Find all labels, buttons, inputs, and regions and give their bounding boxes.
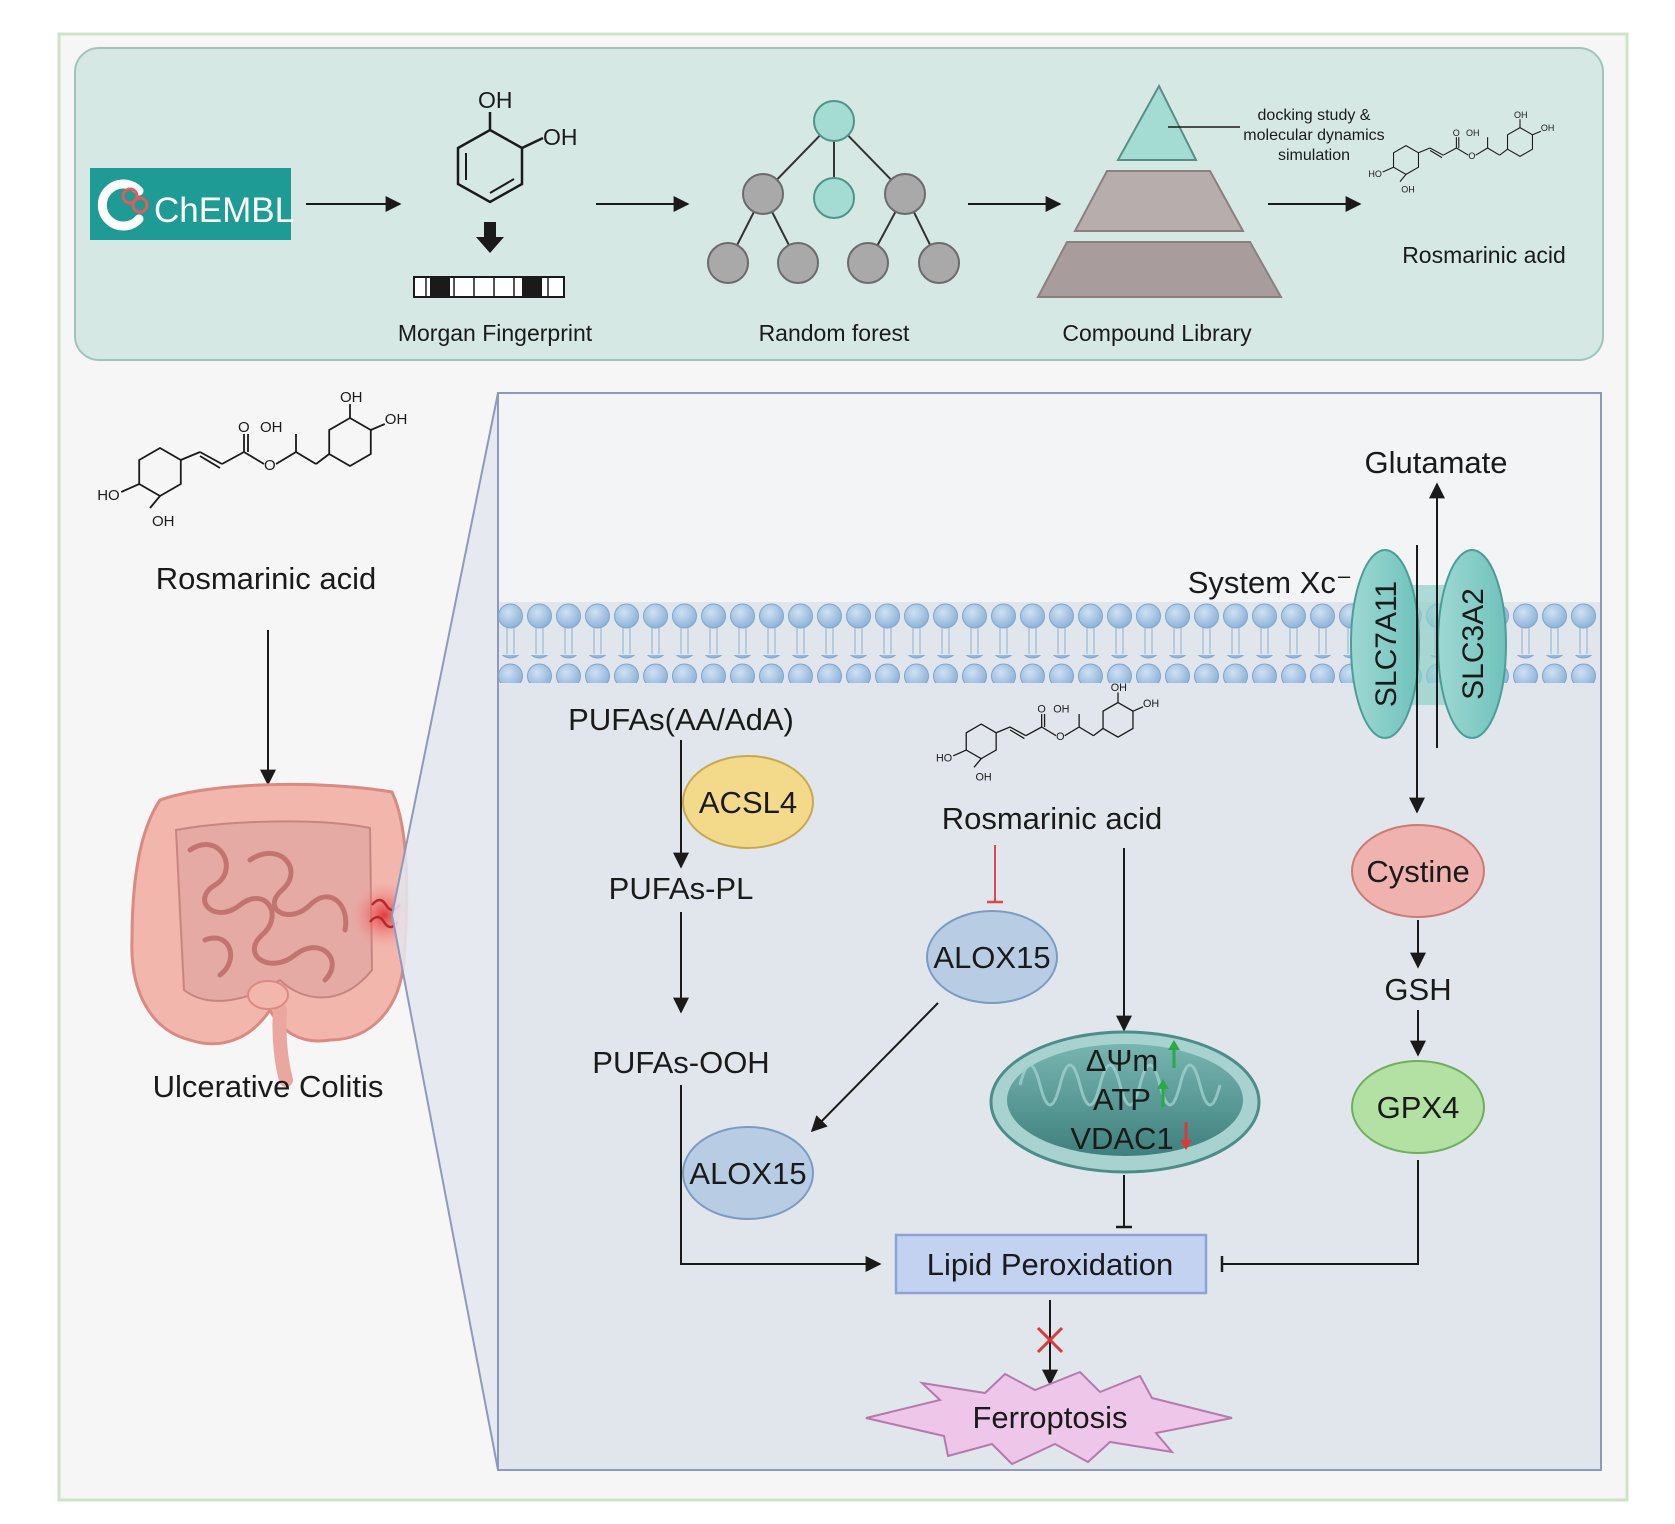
atom-o: O (264, 457, 276, 474)
alox15-upper-node (926, 910, 1058, 1004)
atom-oh: OH (1053, 704, 1069, 716)
atom-ho: HO (936, 753, 952, 765)
atom-oh: OH (975, 771, 991, 783)
atom-oh: OH (1541, 123, 1555, 133)
pyramid-note-line1: docking study & (1258, 107, 1371, 124)
pufas-label: PUFAs(AA/AdA) (568, 702, 794, 737)
alox15-lower-label: ALOX15 (689, 1156, 806, 1191)
compound-library-pyramid (1036, 83, 1283, 298)
gpx4-node (1351, 1060, 1485, 1154)
lipid-peroxidation-box (894, 1233, 1208, 1295)
slc3a2-label: SLC3A2 (1457, 588, 1490, 700)
compound-library-label: Compound Library (1062, 320, 1252, 346)
lipid-peroxidation-label: Lipid Peroxidation (927, 1247, 1173, 1282)
pufas-ooh-label: PUFAs-OOH (592, 1045, 769, 1080)
down-arrow-icon (1180, 1122, 1192, 1150)
atom-o: O (1037, 704, 1045, 716)
system-xc-transporter: SLC7A11 SLC3A2 (1350, 482, 1507, 814)
inhibit-gpx4-lipid (1220, 1160, 1419, 1272)
block-x-icon (1036, 1326, 1064, 1354)
fingerprint-bar (413, 276, 565, 298)
atom-oh: OH (1401, 184, 1415, 194)
extracellular-space (499, 394, 1600, 602)
atom-oh: OH (152, 513, 175, 530)
system-xc-label: System Xc⁻ (1188, 565, 1353, 600)
inhibit-mito-lipid (1116, 1175, 1132, 1229)
mito-membrane-potential: ΔΨm (1086, 1043, 1158, 1078)
left-compound-label: Rosmarinic acid (156, 561, 377, 596)
pufas-pl-label: PUFAs-PL (609, 871, 754, 906)
gsh-label: GSH (1384, 972, 1451, 1007)
atom-o: O (1453, 128, 1460, 138)
gpx4-label: GPX4 (1377, 1090, 1460, 1125)
result-compound-label: Rosmarinic acid (1402, 242, 1566, 268)
zoom-funnel (392, 393, 498, 1470)
cystine-node (1351, 824, 1485, 918)
pyramid-note-line2: molecular dynamics (1243, 127, 1384, 144)
random-forest-tree (707, 100, 960, 284)
acsl4-label: ACSL4 (699, 785, 797, 820)
ferroptosis-burst (865, 1370, 1233, 1466)
up-arrow-icon (1168, 1040, 1180, 1068)
arrow-alox15-to-alox15 (810, 1002, 939, 1133)
chembl-logo: ChEMBL (90, 168, 294, 240)
mitochondrion (989, 1030, 1261, 1174)
catechol-oh-right: OH (543, 124, 578, 150)
disease-label: Ulcerative Colitis (153, 1069, 384, 1104)
arrow-ooh-to-lipid (680, 1085, 882, 1272)
up-arrow-icon (1157, 1079, 1169, 1107)
zoom-line-bottom (391, 914, 499, 1471)
atom-o: O (238, 419, 250, 436)
chembl-text: ChEMBL (154, 191, 294, 230)
atom-oh: OH (1111, 682, 1127, 694)
atom-oh: OH (340, 389, 363, 406)
atom-o: O (1056, 731, 1064, 743)
pipeline-panel: ChEMBL OH OH Morgan Fingerprint (74, 47, 1604, 361)
inhibit-ra-alox15 (987, 845, 1003, 904)
slc7a11-label: SLC7A11 (1370, 581, 1403, 707)
mito-vdac1: VDAC1 (1070, 1121, 1173, 1156)
catechol-molecule: OH OH (456, 87, 578, 204)
random-forest-label: Random forest (759, 320, 910, 346)
mito-atp: ATP (1093, 1082, 1151, 1117)
atom-oh: OH (1514, 110, 1528, 120)
rosmarinic-acid-structure-left: O OH O HO OH OH OH (97, 389, 407, 530)
morgan-fingerprint-label: Morgan Fingerprint (398, 320, 593, 346)
atom-oh: OH (1143, 698, 1159, 710)
rosmarinic-acid-structure-small: O OH O HO OH OH OH (1368, 110, 1554, 194)
atom-o: O (1468, 151, 1475, 161)
ferroptosis-label: Ferroptosis (972, 1400, 1127, 1435)
atom-ho: HO (97, 487, 120, 504)
atom-ho: HO (1368, 169, 1382, 179)
zoom-line-top (391, 392, 499, 916)
alox15-upper-label: ALOX15 (933, 940, 1050, 975)
glutamate-label: Glutamate (1364, 445, 1507, 480)
pathway-compound-label: Rosmarinic acid (942, 801, 1163, 836)
cystine-label: Cystine (1366, 854, 1469, 889)
chembl-icon (97, 179, 149, 231)
atom-oh: OH (1466, 128, 1480, 138)
rosmarinic-acid-structure-pathway: O OH O HO OH OH OH (936, 682, 1159, 783)
pyramid-note-line3: simulation (1278, 147, 1350, 164)
alox15-lower-node (682, 1126, 814, 1220)
atom-oh: OH (385, 411, 408, 428)
pathway-panel: SLC7A11 SLC3A2 Glutamate System Xc⁻ PUFA… (497, 392, 1602, 1471)
slc7a11-subunit (1350, 549, 1420, 739)
acsl4-node (682, 755, 814, 849)
atom-oh: OH (260, 419, 283, 436)
catechol-oh-top: OH (478, 87, 513, 113)
down-block-arrow (476, 222, 504, 253)
